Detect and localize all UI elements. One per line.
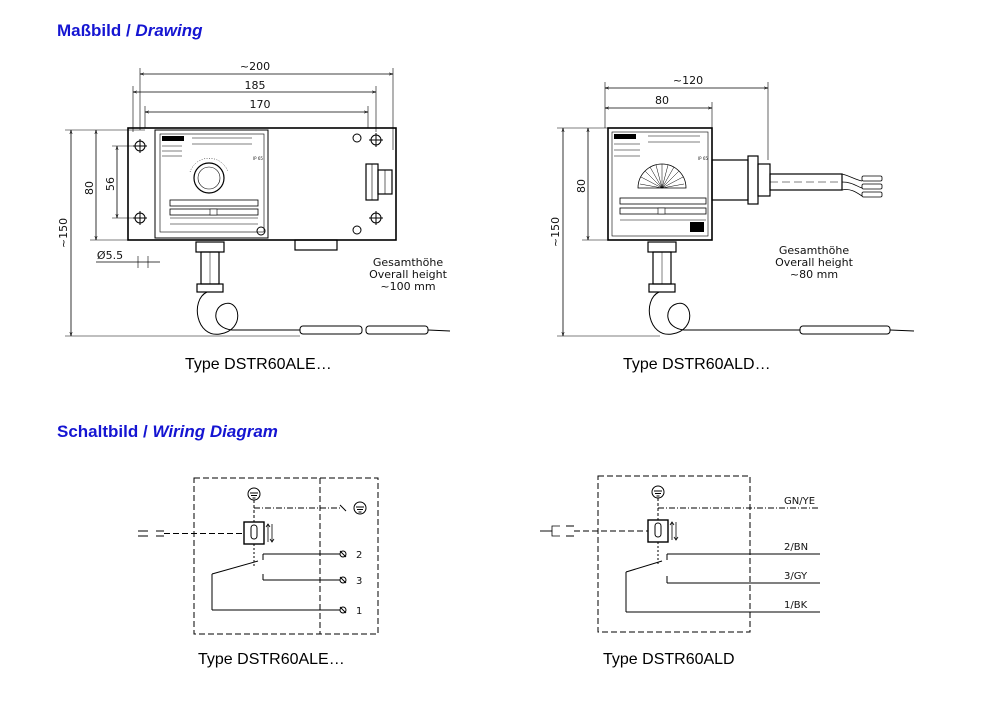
dim-hole-spacing-ale: 56 xyxy=(104,177,117,191)
wiring-diagram-ald xyxy=(540,475,820,633)
wiring-title-de: Schaltbild xyxy=(57,422,139,441)
drawing-title-de: Maßbild xyxy=(57,21,122,40)
wire-label-gy: 3/GY xyxy=(784,571,808,582)
wire-label-bk: 1/BK xyxy=(784,600,808,611)
ip-rating-ale: IP 65 xyxy=(253,156,263,161)
wiring-section-title: Schaltbild / Wiring Diagram xyxy=(57,422,278,442)
drawing-section-title: Maßbild / Drawing xyxy=(57,21,202,41)
overall-height-label-de-ale: Gesamthöhe xyxy=(373,256,443,269)
overall-height-label-en-ald: Overall height xyxy=(775,256,854,269)
overall-height-value-ald: ~80 mm xyxy=(790,268,838,281)
wire-label-gnye: GN/YE xyxy=(784,496,815,507)
caption-drawing-ale: Type DSTR60ALE… xyxy=(185,356,332,373)
dim-height-150-ald: ~150 xyxy=(549,217,562,247)
terminal-label-3-ale: 3 xyxy=(356,576,362,587)
dim-height-80-ald: 80 xyxy=(575,179,588,193)
title-separator: / xyxy=(142,422,148,441)
overall-height-label-en-ale: Overall height xyxy=(369,268,448,281)
caption-wiring-ald: Type DSTR60ALD xyxy=(603,651,735,668)
dim-height-80-ale: 80 xyxy=(83,181,96,195)
title-separator: / xyxy=(125,21,131,40)
ip-rating-ald: IP 65 xyxy=(698,156,708,161)
dim-hole-dia-ale: Ø5.5 xyxy=(97,249,123,262)
dim-body-width-ald: 80 xyxy=(655,94,669,107)
dim-body-width-ale: 170 xyxy=(250,98,271,111)
overall-height-value-ale: ~100 mm xyxy=(380,280,435,293)
drawing-title-en: Drawing xyxy=(135,21,203,40)
dim-mount-width-ale: 185 xyxy=(245,79,266,92)
caption-drawing-ald: Type DSTR60ALD… xyxy=(623,356,771,373)
terminal-label-2-ale: 2 xyxy=(356,550,362,561)
drawing-ale xyxy=(65,68,451,337)
overall-height-label-de-ald: Gesamthöhe xyxy=(779,244,849,257)
wire-label-bn: 2/BN xyxy=(784,542,808,553)
wiring-title-en: Wiring Diagram xyxy=(152,422,278,441)
drawing-ald xyxy=(557,82,915,337)
terminal-label-1-ale: 1 xyxy=(356,606,362,617)
caption-wiring-ale: Type DSTR60ALE… xyxy=(198,651,345,668)
dim-overall-width-ald: ~120 xyxy=(673,74,703,87)
dim-height-150-ale: ~150 xyxy=(57,218,70,248)
dim-overall-width-ale: ~200 xyxy=(240,60,270,73)
wiring-diagram-ale xyxy=(138,477,379,635)
